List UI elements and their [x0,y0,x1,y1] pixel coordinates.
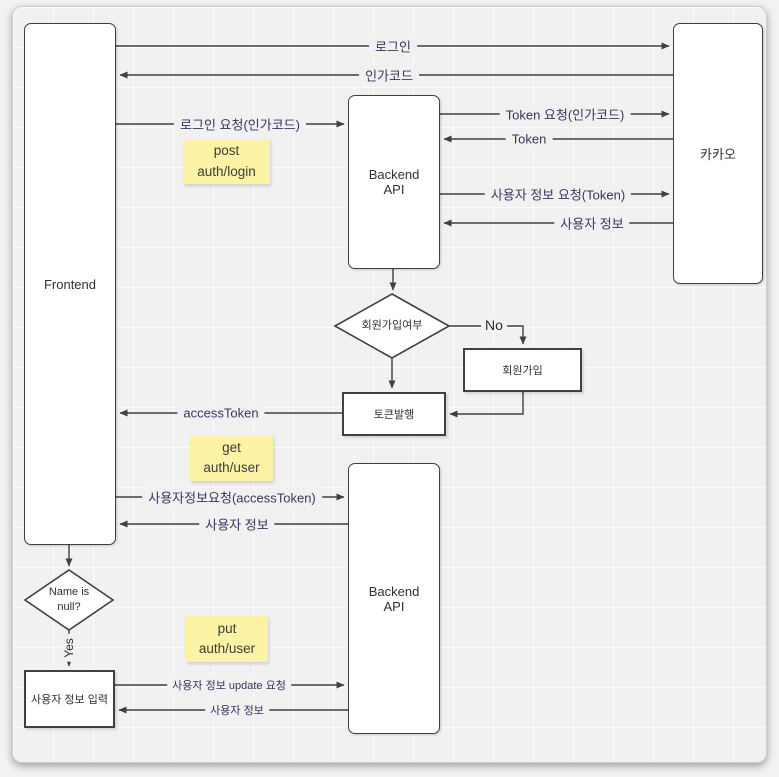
node-backend-api-top-label: Backend API [368,167,420,197]
branch-label-yes: Yes [62,634,76,662]
node-backend-api-bottom: Backend API [348,463,440,734]
note-put-auth-user-line2: auth/user [198,641,256,656]
branch-label-no: No [481,317,507,333]
edge-label-token-request: Token 요청(인가코드) [499,104,631,124]
decision-signup-check [333,293,451,359]
node-user-info-input-label: 사용자 정보 입력 [31,694,108,706]
edge-label-user-info-update-request: 사용자 정보 update 요청 [167,677,291,693]
node-signup-label: 회원가입 [502,365,543,377]
edge-label-user-info-request-access-token: 사용자정보요청(accessToken) [142,487,322,507]
node-signup: 회원가입 [463,348,582,392]
node-frontend: Frontend [24,23,116,545]
node-kakao-label: 카카오 [700,147,736,162]
edge-label-auth-code: 인가코드 [359,65,419,85]
note-get-auth-user-line1: get [222,439,241,455]
decision-name-null-check-label: Name is null? [48,586,90,613]
node-token-issue-label: 토큰발행 [373,409,415,421]
node-frontend-label: Frontend [43,276,97,292]
note-get-auth-user: get auth/user [190,435,273,481]
edge-label-user-info-update-response: 사용자 정보 [205,702,269,718]
node-token-issue: 토큰발행 [342,392,446,436]
edge-label-login-request: 로그인 요청(인가코드) [174,114,306,134]
node-user-info-input: 사용자 정보 입력 [24,670,115,728]
note-post-auth-login-line1: post [213,143,240,159]
edge-label-user-info-from-backend: 사용자 정보 [199,514,275,534]
node-backend-api-bottom-label: Backend API [368,583,420,614]
edge-label-user-info-from-kakao: 사용자 정보 [554,213,630,233]
node-backend-api-top: Backend API [348,95,440,269]
note-put-auth-user: put auth/user [186,616,268,662]
decision-name-null-check [23,569,115,631]
edge-label-access-token: accessToken [177,405,265,421]
decision-signup-check-label: 회원가입여부 [361,319,423,332]
edge-label-user-info-request-token: 사용자 정보 요청(Token) [484,184,632,204]
arrow-no-to-signup [449,325,527,345]
note-post-auth-login-line2: auth/login [197,163,256,179]
note-get-auth-user-line2: auth/user [203,460,260,475]
arrow-signup-to-token-issue [449,392,524,418]
note-put-auth-user-line1: put [217,620,237,636]
edge-label-login: 로그인 [369,36,417,56]
edge-label-token: Token [505,131,553,147]
note-post-auth-login: post auth/login [183,139,270,184]
node-kakao: 카카오 [673,23,763,284]
